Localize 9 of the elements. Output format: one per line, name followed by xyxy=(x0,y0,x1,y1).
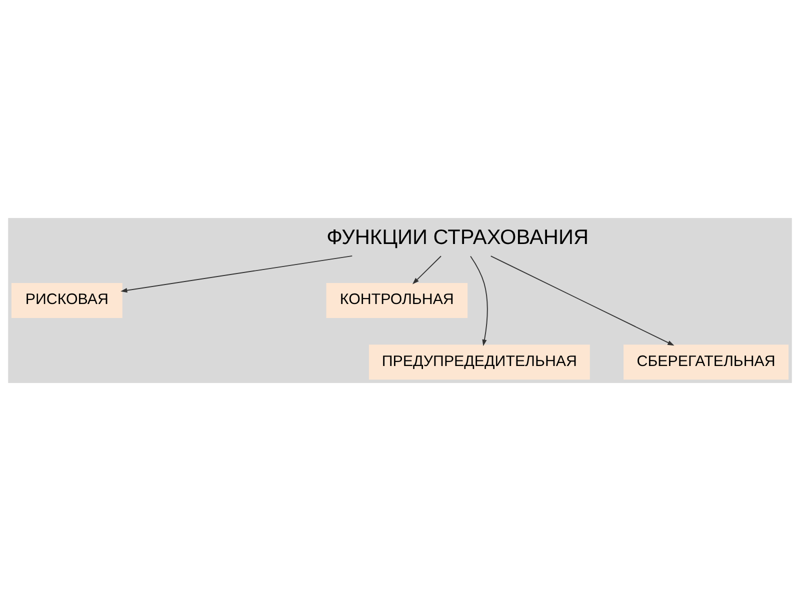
arrow xyxy=(120,254,353,292)
arrow xyxy=(490,255,674,346)
node-box: ПРЕДУПРЕДЕДИТЕЛЬНАЯ xyxy=(368,344,590,380)
node-text: ФУНКЦИИ СТРАХОВАНИЯ xyxy=(326,226,589,249)
node-box: РИСКОВАЯ xyxy=(11,282,122,318)
node-box: КОНТРОЛЬНАЯ xyxy=(326,282,468,318)
arrow xyxy=(412,255,442,284)
node-box: СБЕРЕГАТЕЛЬНАЯ xyxy=(624,344,789,380)
arrow xyxy=(470,255,488,346)
